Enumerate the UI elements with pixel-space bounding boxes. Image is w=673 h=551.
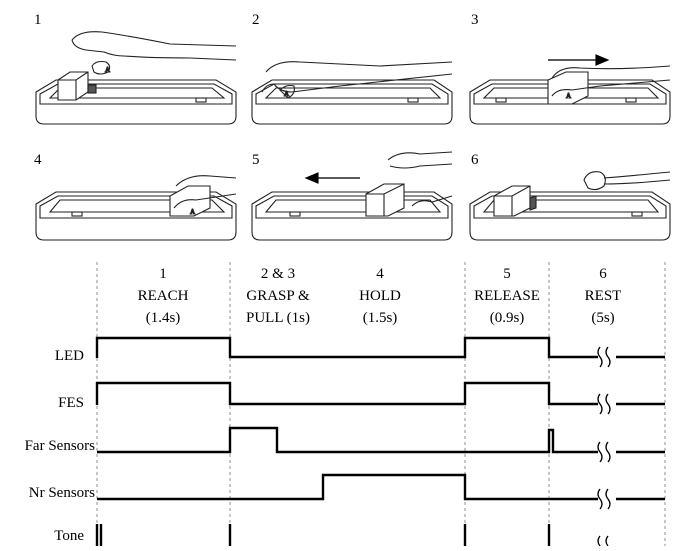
break-marker [597,535,609,547]
phase-number: 6 [599,266,607,282]
svg-text:A: A [105,66,110,74]
phase-name: HOLD [359,288,401,304]
panel-number-3: 3 [471,12,479,28]
phase-name: GRASP & [246,288,310,304]
waveform-led [95,336,598,359]
waveform-fes [95,381,598,406]
svg-text:A: A [566,92,571,100]
panel-number-4: 4 [34,152,42,168]
phase-name: REACH [138,288,189,304]
panel-5-illustration [251,151,453,241]
waveform-far-sensors [97,426,598,454]
phase-duration: (5s) [591,310,614,326]
panel-2-illustration: A [251,61,453,125]
svg-text:A: A [284,90,289,98]
time-break-markers [597,346,611,547]
break-marker [597,393,611,415]
phase-name: REST [585,288,622,304]
panel-number-2: 2 [252,12,260,28]
panel-numbers: 1 2 3 4 5 6 [34,12,479,168]
phase-grasp-pull: 2 & 3 GRASP & PULL (1s) [246,266,310,326]
panel-number-1: 1 [34,12,42,28]
signal-label-nr-sensors: Nr Sensors [29,485,95,501]
signal-label-fes: FES [58,395,84,411]
svg-text:A: A [190,208,195,216]
phase-release: 5 RELEASE (0.9s) [474,266,540,326]
phase-name: RELEASE [474,288,540,304]
phase-number: 5 [503,266,511,282]
phase-duration: PULL (1s) [246,310,310,326]
phase-number: 1 [159,266,167,282]
phase-hold: 4 HOLD (1.5s) [359,266,401,326]
signal-label-far-sensors: Far Sensors [25,438,96,454]
panel-4-illustration: A [35,175,237,241]
panel-1-illustration: A [35,31,237,125]
phase-number: 2 & 3 [261,266,295,282]
signal-waveforms [95,336,665,546]
phase-duration: (0.9s) [490,310,525,326]
phase-duration: (1.4s) [146,310,181,326]
phase-duration: (1.5s) [363,310,398,326]
break-marker [597,488,611,510]
phase-rest: 6 REST (5s) [585,266,622,326]
waveform-tone [95,524,551,546]
waveform-nr-sensors [97,473,598,501]
phase-number: 4 [376,266,384,282]
signal-label-tone: Tone [54,528,84,544]
signal-label-led: LED [55,348,84,364]
signal-labels: LED FES Far Sensors Nr Sensors Tone [25,348,96,544]
phase-headings: 1 REACH (1.4s) 2 & 3 GRASP & PULL (1s) 4… [138,266,622,326]
panel-3-illustration: A [469,54,671,125]
panel-number-5: 5 [252,152,260,168]
panel-number-6: 6 [471,152,479,168]
panel-6-illustration [469,171,671,241]
break-marker [597,346,611,368]
break-marker [597,441,611,463]
phase-reach: 1 REACH (1.4s) [138,266,189,326]
